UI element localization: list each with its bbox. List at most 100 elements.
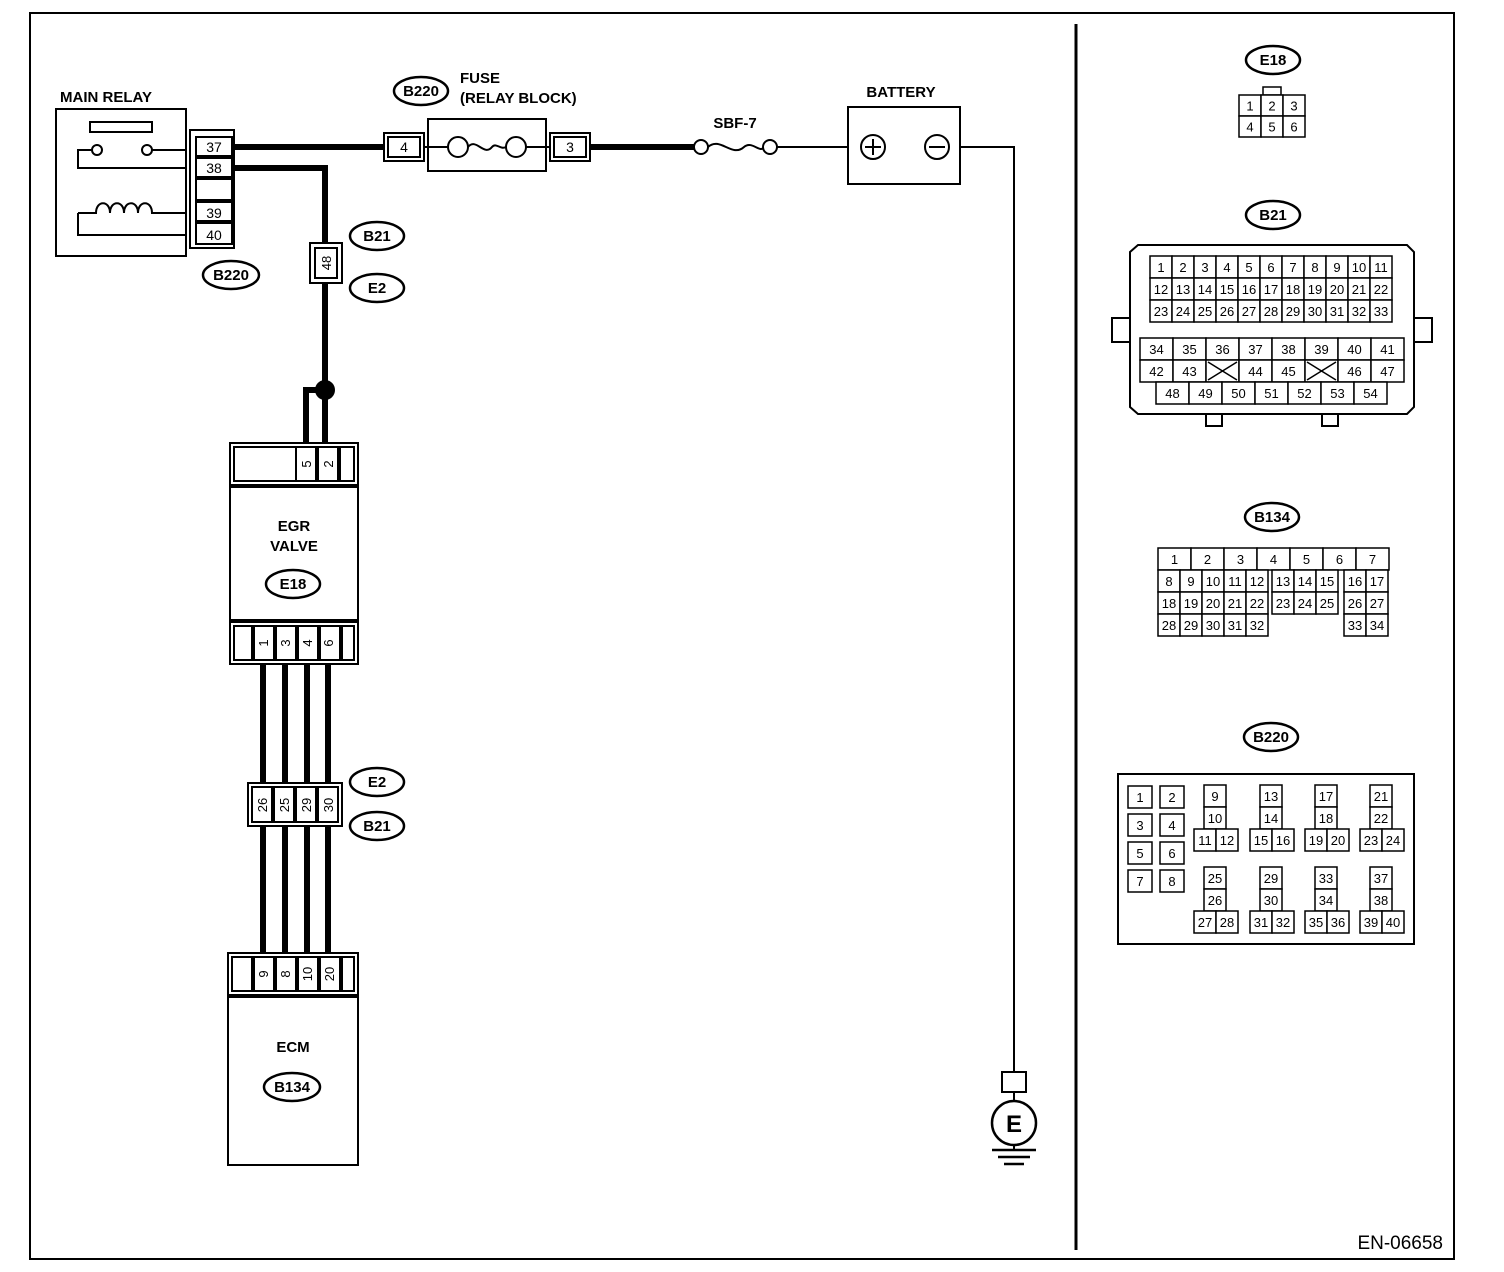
egr-pin-4: 4 xyxy=(300,639,315,646)
b21-pin-label: 29 xyxy=(1286,304,1300,319)
ground-symbol: E xyxy=(990,1071,1038,1166)
b220-title: B220 xyxy=(1253,729,1289,746)
b134-pin-label: 18 xyxy=(1162,596,1176,611)
b134-pin: 13 xyxy=(1271,569,1295,593)
joint-pin-25: 25 xyxy=(277,798,292,812)
b21-pin-label: 49 xyxy=(1198,386,1212,401)
sbf-fuse: SBF-7 xyxy=(693,115,778,155)
b21-pin-label: 6 xyxy=(1267,260,1274,275)
b220-pin-label: 19 xyxy=(1309,833,1323,848)
b220-pin: 19 xyxy=(1304,828,1328,852)
b220-pin: 31 xyxy=(1249,910,1273,934)
main-relay-label: MAIN RELAY xyxy=(60,89,152,106)
b21-pin-label: 25 xyxy=(1198,304,1212,319)
relay-pin-40: 40 xyxy=(206,227,222,243)
fuse-sublabel: (RELAY BLOCK) xyxy=(460,90,577,107)
b134-pin: 34 xyxy=(1365,613,1389,637)
e18-pin-label: 2 xyxy=(1268,99,1275,114)
b21-pin-label: 16 xyxy=(1242,282,1256,297)
b220-pin-label: 3 xyxy=(1136,818,1143,833)
b21-pin: 50 xyxy=(1221,381,1256,405)
b134-pin-label: 24 xyxy=(1298,596,1312,611)
b220-pin: 11 xyxy=(1193,828,1217,852)
egr-pin-1: 1 xyxy=(256,639,271,646)
ecm: 9 8 10 20 ECM B134 xyxy=(227,952,359,1166)
b21-pin-label: 23 xyxy=(1154,304,1168,319)
b134-pin: 21 xyxy=(1223,591,1247,615)
b21-pin: 19 xyxy=(1303,277,1327,301)
b21-pin: 25 xyxy=(1193,299,1217,323)
b21-pin: 4 xyxy=(1215,255,1239,279)
b220-pin: 36 xyxy=(1326,910,1350,934)
b134-pin: 1 xyxy=(1157,547,1192,571)
egr-pin-3: 3 xyxy=(278,639,293,646)
b220-pin-label: 16 xyxy=(1276,833,1290,848)
b21-pin: 52 xyxy=(1287,381,1322,405)
b220-pin: 13 xyxy=(1259,784,1283,808)
fuse-pin-in: 4 xyxy=(400,139,408,155)
b220-pin: 10 xyxy=(1203,806,1227,830)
b21-pin-label: 2 xyxy=(1179,260,1186,275)
relay-pin-38: 38 xyxy=(206,160,222,176)
b21-pin: 3 xyxy=(1193,255,1217,279)
b220-pin-label: 40 xyxy=(1386,915,1400,930)
b21-pin-label: 51 xyxy=(1264,386,1278,401)
b134-pin-label: 32 xyxy=(1250,618,1264,633)
relay-contact-left xyxy=(91,144,103,156)
b21-pin-label: 46 xyxy=(1347,364,1361,379)
b220-pin: 14 xyxy=(1259,806,1283,830)
b21-pin-label: 5 xyxy=(1245,260,1252,275)
b220-pin: 4 xyxy=(1159,813,1185,837)
b220-pin: 21 xyxy=(1369,784,1393,808)
b21-pin: 24 xyxy=(1171,299,1195,323)
b134-pin: 3 xyxy=(1223,547,1258,571)
b134-pin: 14 xyxy=(1293,569,1317,593)
b220-pin-label: 34 xyxy=(1319,893,1333,908)
b134-pin: 20 xyxy=(1201,591,1225,615)
b134-pin-label: 30 xyxy=(1206,618,1220,633)
fuse-element xyxy=(467,143,507,151)
egr-pin-2: 2 xyxy=(321,460,336,467)
egr-pin-5: 5 xyxy=(299,460,314,467)
battery: BATTERY xyxy=(847,84,961,185)
b220-pin: 8 xyxy=(1159,869,1185,893)
b21-pin-label: 42 xyxy=(1149,364,1163,379)
b220-pin-label: 23 xyxy=(1364,833,1378,848)
b21-pin-label: 20 xyxy=(1330,282,1344,297)
relay-contact-right xyxy=(141,144,153,156)
b134-pin-label: 20 xyxy=(1206,596,1220,611)
b220-pin: 18 xyxy=(1314,806,1338,830)
b220-pin-label: 25 xyxy=(1208,871,1222,886)
fuse-connector-badge xyxy=(392,75,450,107)
main-relay: MAIN RELAY 37 38 39 40 B220 xyxy=(55,89,261,291)
b21-pin: 23 xyxy=(1149,299,1173,323)
b134-pin-label: 27 xyxy=(1370,596,1384,611)
b21-pin-label: 33 xyxy=(1374,304,1388,319)
ecm-pin-10: 10 xyxy=(300,967,315,981)
b21-pin-label: 12 xyxy=(1154,282,1168,297)
b220-pin: 37 xyxy=(1369,866,1393,890)
b220-pin-label: 22 xyxy=(1374,811,1388,826)
joint-lower-id: E2 xyxy=(368,280,386,297)
b220-pin-label: 18 xyxy=(1319,811,1333,826)
b134-pin: 25 xyxy=(1315,591,1339,615)
joint-upper-id: B21 xyxy=(363,228,391,245)
relay-pin-37: 37 xyxy=(206,139,222,155)
b21-pin-label: 54 xyxy=(1363,386,1377,401)
e18-pin: 4 xyxy=(1238,115,1262,138)
b21-pin-label: 24 xyxy=(1176,304,1190,319)
b21-pin-label: 28 xyxy=(1264,304,1278,319)
b21-pin-label: 18 xyxy=(1286,282,1300,297)
b134-pin-label: 16 xyxy=(1348,574,1362,589)
b134-pin-label: 6 xyxy=(1336,552,1343,567)
b21-pin: 27 xyxy=(1237,299,1261,323)
fuse-relay-block: B220 FUSE (RELAY BLOCK) 4 3 xyxy=(383,70,591,172)
b134-pin: 2 xyxy=(1190,547,1225,571)
joint2-lower-id: B21 xyxy=(363,818,391,835)
fuse-body xyxy=(427,118,547,172)
b21-pin: 5 xyxy=(1237,255,1261,279)
b134-pin: 27 xyxy=(1365,591,1389,615)
